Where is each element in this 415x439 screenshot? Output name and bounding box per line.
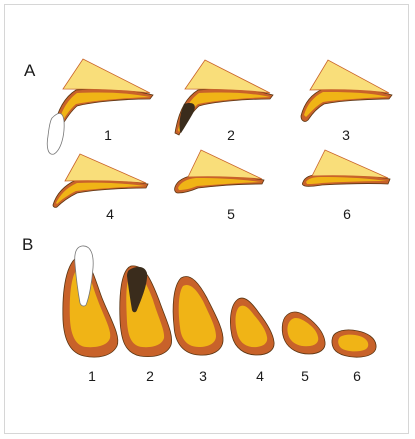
panel-b-label-4: 4 xyxy=(256,368,264,384)
panel-a-label-6: 6 xyxy=(343,206,351,222)
panel-letter-a: A xyxy=(24,61,36,80)
panel-letter-b: B xyxy=(22,235,33,254)
panel-a-label-1: 1 xyxy=(104,127,112,143)
panel-b: 1 2 3 4 5 6 xyxy=(63,246,376,384)
panel-b-label-2: 2 xyxy=(146,368,154,384)
panel-b-label-6: 6 xyxy=(353,368,361,384)
panel-b-item-1: 1 xyxy=(63,246,118,384)
panel-b-label-5: 5 xyxy=(301,368,309,384)
panel-a: 1 2 3 4 5 xyxy=(47,59,392,222)
panel-a-item-5: 5 xyxy=(175,150,264,222)
panel-a-item-2: 2 xyxy=(175,60,273,143)
panel-b-label-1: 1 xyxy=(88,368,96,384)
panel-a-label-5: 5 xyxy=(227,206,235,222)
panel-b-item-2: 2 xyxy=(120,266,172,384)
panel-b-label-3: 3 xyxy=(199,368,207,384)
panel-a-item-4: 4 xyxy=(53,154,148,222)
panel-b-item-4: 4 xyxy=(230,298,274,384)
panel-a-item-6: 6 xyxy=(302,150,390,222)
panel-a-item-3: 3 xyxy=(301,60,392,143)
panel-a-item-1: 1 xyxy=(47,59,153,154)
panel-b-item-5: 5 xyxy=(282,312,325,384)
panel-b-item-3: 3 xyxy=(173,276,223,384)
panel-b-item-6: 6 xyxy=(332,330,376,384)
panel-a-label-4: 4 xyxy=(106,206,114,222)
panel-a-label-2: 2 xyxy=(227,127,235,143)
panel-a-label-3: 3 xyxy=(342,127,350,143)
